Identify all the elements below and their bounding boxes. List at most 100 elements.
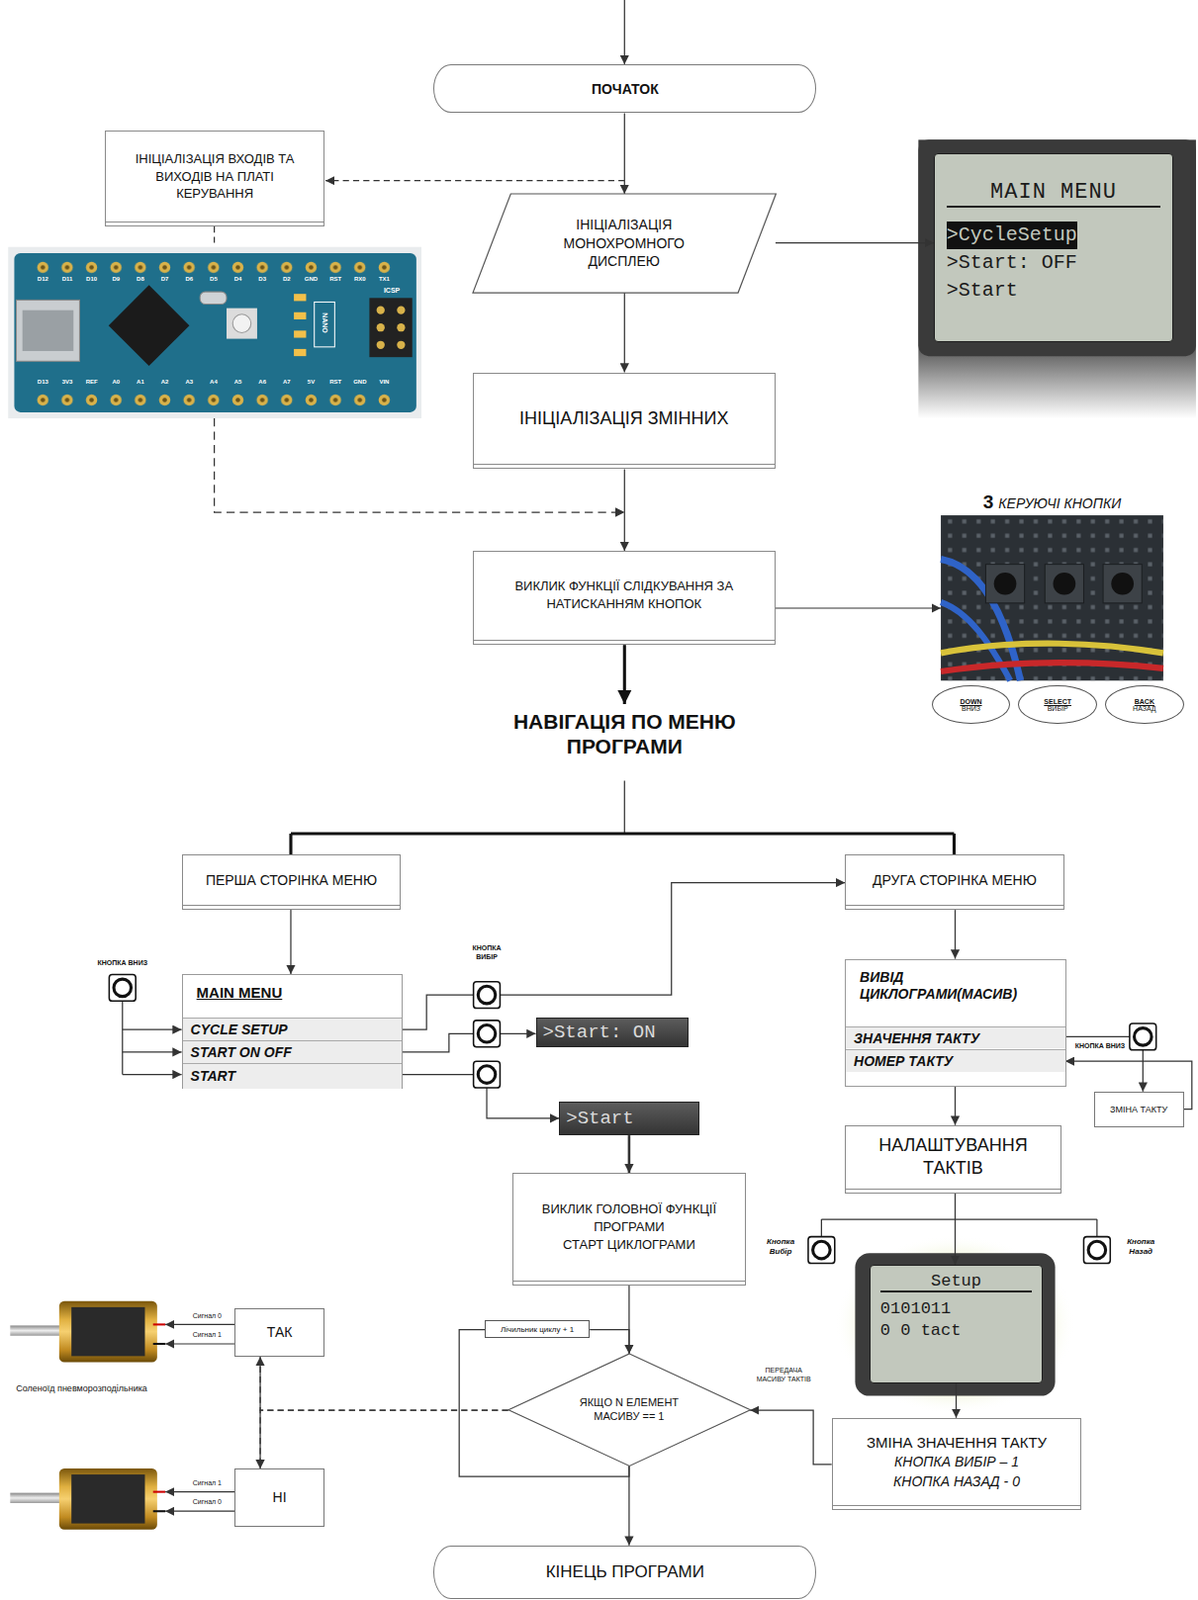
pin-name: A5 (226, 378, 251, 385)
node-text: Лічильник циклу + 1 (500, 1325, 574, 1335)
edge-label: ПЕРЕДАЧА МАСИВУ ТАКТІВ (754, 1367, 813, 1384)
output-box: НІ (234, 1469, 325, 1528)
arduino-nano-board (293, 293, 306, 301)
buttons-photo-image (985, 564, 1024, 604)
connector (954, 910, 956, 960)
flow-line (213, 226, 215, 248)
flow-line (624, 0, 626, 65)
node-text: >Start (565, 1106, 634, 1131)
lcd-strip: >Start (558, 1102, 699, 1136)
pin-name: 3V3 (55, 378, 80, 385)
flow-line (122, 1074, 183, 1076)
pin-name: GND (348, 378, 372, 385)
node-text: КНОПКА НАЗАД - 0 (893, 1473, 1020, 1493)
push-button-symbol (808, 1237, 835, 1265)
button-caption: КНОПКА ВИБІР (465, 944, 507, 962)
buttons-photo-image (1044, 564, 1084, 604)
connector (401, 883, 845, 1031)
pin-name: REF (80, 378, 104, 385)
push-button-symbol (473, 1020, 501, 1048)
lcd-display-photo (918, 139, 1197, 419)
node-text: ВНИЗ (961, 705, 981, 713)
solenoid-valve (153, 1343, 166, 1346)
lcd-strip: >Start: ON (536, 1017, 690, 1048)
node-text: ВИКЛИК ГОЛОВНОЇ ФУНКЦІЇ ПРОГРАМИ (523, 1200, 736, 1237)
arduino-nano-board (314, 301, 336, 347)
pin-name: A3 (177, 378, 201, 385)
pin-name: TX1 (372, 276, 397, 282)
node-text: MAIN MENU (946, 180, 1161, 208)
board-marking: NANO (321, 307, 329, 339)
node-text: ВИБІР (1047, 705, 1069, 713)
arduino-nano-board (7, 247, 422, 419)
arduino-nano-board (293, 312, 306, 320)
pin-name: D12 (30, 276, 55, 282)
signal-name: Сигнал 0 (185, 1498, 229, 1506)
pin-name: RST (323, 276, 348, 282)
pin-name: A4 (201, 378, 226, 385)
menu-item: ЗНАЧЕННЯ ТАКТУ (845, 1026, 1066, 1050)
buttons-photo-image (940, 662, 1164, 672)
node-text: ЗНАЧЕННЯ ТАКТУ (853, 1030, 980, 1047)
connector (954, 1194, 956, 1266)
pin-name: D2 (275, 276, 299, 282)
arduino-nano-board (368, 297, 412, 358)
connector (260, 1410, 509, 1470)
node-text: 0 0 tact (880, 1320, 1032, 1343)
pin-name: A0 (103, 378, 128, 385)
pin-name: D13 (30, 378, 55, 385)
arduino-nano-board (376, 341, 385, 350)
menu-box: ВИВІД ЦИКЛОГРАМИ(МАСИВ)ЗНАЧЕННЯ ТАКТУНОМ… (844, 959, 1067, 1088)
buttons-photo-image (940, 515, 1164, 681)
solenoid-valve (71, 1307, 145, 1358)
pin-name: D5 (201, 276, 226, 282)
menu-item: START (183, 1063, 403, 1090)
buttons-photo-image (1103, 564, 1142, 604)
process-box: ІНІЦІАЛІЗАЦІЯ ВХОДІВ ТА ВИХОДІВ НА ПЛАТІ… (104, 130, 325, 227)
node-text: 3 (983, 491, 995, 514)
arduino-nano-board (376, 306, 385, 315)
connector (624, 468, 626, 552)
node-text: BACK (1134, 698, 1155, 706)
menu-box: MAIN MENU CYCLE SETUP START ON OFF START (182, 974, 404, 1090)
push-button-symbol (1129, 1023, 1157, 1051)
button-caption: КНОПКА ВНИЗ (91, 959, 155, 968)
node-text: START ON OFF (190, 1044, 292, 1061)
node-text: 0101011 (880, 1298, 1032, 1321)
node-text: ЗМІНА ЗНАЧЕННЯ ТАКТУ (866, 1432, 1047, 1454)
menu-item: CYCLE SETUP (183, 1017, 403, 1041)
solenoid-valve (153, 1491, 166, 1494)
flow-line (325, 180, 625, 182)
pin-name: VIN (372, 378, 397, 385)
node-text: НІ (273, 1488, 287, 1508)
solenoid-valve (9, 1493, 64, 1504)
node-text: MAIN MENU (196, 984, 283, 1002)
end-terminator: КІНЕЦЬ ПРОГРАМИ (433, 1546, 817, 1600)
menu-page-box: ДРУГА СТОРІНКА МЕНЮ (844, 854, 1065, 911)
buttons-photo-image (1110, 572, 1134, 596)
process-box: ІНІЦІАЛІЗАЦІЯ ЗМІННИХ (472, 372, 776, 470)
buttons-photo-image (940, 515, 1164, 681)
lcd-screen: Setup01010110 0 tact (869, 1265, 1043, 1384)
process-box: ЗМІНА ТАКТУ (1094, 1092, 1185, 1128)
flow-line (821, 1219, 1098, 1238)
node-text: >Start: ON (543, 1020, 656, 1045)
node-text: ПЕРША СТОРІНКА МЕНЮ (205, 871, 377, 891)
node-text: ЗМІНА ТАКТУ (1109, 1105, 1168, 1115)
flow-line (165, 1324, 235, 1326)
button-caption: КНОПКА ВНИЗ (1070, 1042, 1130, 1051)
lcd-display-photo (918, 139, 1197, 357)
node-text: >Start (946, 276, 1161, 305)
pin-name: D3 (250, 276, 275, 282)
counter-box: Лічильник циклу + 1 (484, 1320, 590, 1340)
arduino-nano-board (293, 330, 306, 338)
process-box: ВИКЛИК ГОЛОВНОЇ ФУНКЦІЇ ПРОГРАМИСТАРТ ЦИ… (512, 1173, 746, 1286)
arduino-nano-board (396, 323, 405, 332)
flow-line (623, 645, 627, 705)
node-text: CYCLE SETUP (190, 1021, 288, 1038)
menu-page-box: ПЕРША СТОРІНКА МЕНЮ (182, 854, 402, 911)
node-text: ПОЧАТОК (591, 81, 659, 97)
buttons-photo: 3КЕРУЮЧІ КНОПКИ (940, 491, 1164, 681)
node-text: ВИКЛИК ФУНКЦІЇ СЛІДКУВАННЯ ЗА НАТИСКАННЯ… (483, 577, 765, 614)
node-text: ВИВІД ЦИКЛОГРАМИ(МАСИВ) (859, 969, 1052, 1005)
